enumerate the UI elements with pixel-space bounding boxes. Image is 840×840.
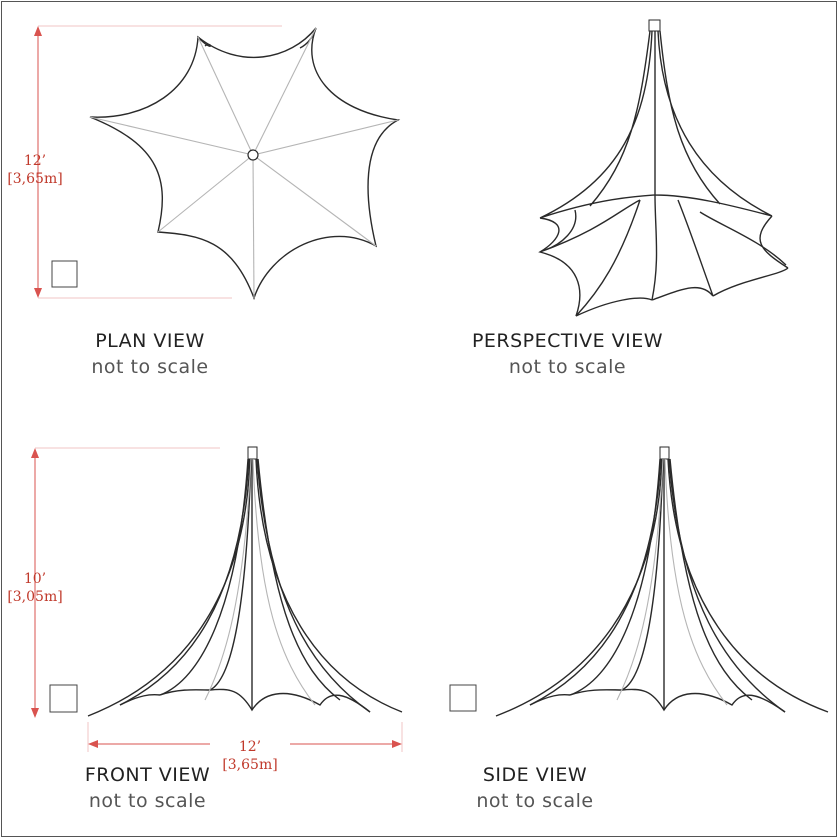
perspective-view-label: PERSPECTIVE VIEW not to scale	[440, 328, 695, 380]
front-width-arrow-right	[392, 740, 402, 748]
front-height-imperial: 10’	[23, 571, 47, 587]
perspective-upper-canopy	[539, 30, 773, 219]
perspective-pole-cap	[648, 19, 661, 32]
side-view-subtitle: not to scale	[476, 790, 594, 812]
plan-dimension-imperial: 12’	[23, 153, 47, 169]
side-inner-ribs	[616, 458, 728, 706]
front-height-arrow-top	[31, 448, 39, 458]
front-width-imperial: 12’	[238, 739, 262, 755]
front-view-title: FRONT VIEW	[84, 764, 211, 786]
side-pole-cap	[659, 446, 670, 460]
front-view-label: FRONT VIEW not to scale	[40, 762, 255, 814]
plan-dimension-arrow-top	[34, 26, 42, 36]
front-width-arrow-left	[88, 740, 98, 748]
front-height-label: 10’ [3,05m]	[0, 570, 70, 606]
plan-dimension-arrow-bottom	[34, 288, 42, 298]
front-height-arrow-bottom	[31, 708, 39, 718]
plan-dimension-metric: [3,65m]	[7, 171, 63, 187]
plan-view-drawing	[34, 25, 401, 301]
plan-scale-box	[51, 260, 78, 288]
side-view-label: SIDE VIEW not to scale	[425, 762, 645, 814]
front-scale-box	[49, 684, 78, 713]
front-pole-cap	[247, 446, 258, 460]
plan-dimension-label: 12’ [3,65m]	[0, 152, 70, 188]
perspective-view-drawing	[538, 19, 789, 317]
side-view-drawing	[449, 446, 829, 717]
front-view-drawing	[31, 446, 403, 752]
side-scale-box	[449, 684, 477, 712]
plan-center-pole	[247, 149, 259, 161]
plan-canopy-outline	[89, 27, 401, 301]
plan-view-subtitle: not to scale	[91, 356, 209, 378]
side-canopy-lines	[495, 458, 829, 717]
plan-ribs	[89, 27, 399, 299]
plan-view-label: PLAN VIEW not to scale	[40, 328, 260, 380]
plan-view-title: PLAN VIEW	[95, 330, 205, 352]
front-inner-ribs	[204, 458, 316, 706]
side-view-title: SIDE VIEW	[482, 764, 588, 786]
perspective-lower-canopy	[538, 194, 789, 317]
perspective-edge-detail	[544, 209, 787, 266]
front-width-metric: [3,65m]	[222, 757, 278, 773]
front-canopy-lines	[87, 458, 403, 717]
front-height-metric: [3,05m]	[7, 589, 63, 605]
front-view-subtitle: not to scale	[88, 790, 207, 812]
perspective-view-title: PERSPECTIVE VIEW	[471, 330, 664, 352]
perspective-view-subtitle: not to scale	[508, 356, 627, 378]
front-width-label: 12’ [3,65m]	[210, 738, 290, 774]
